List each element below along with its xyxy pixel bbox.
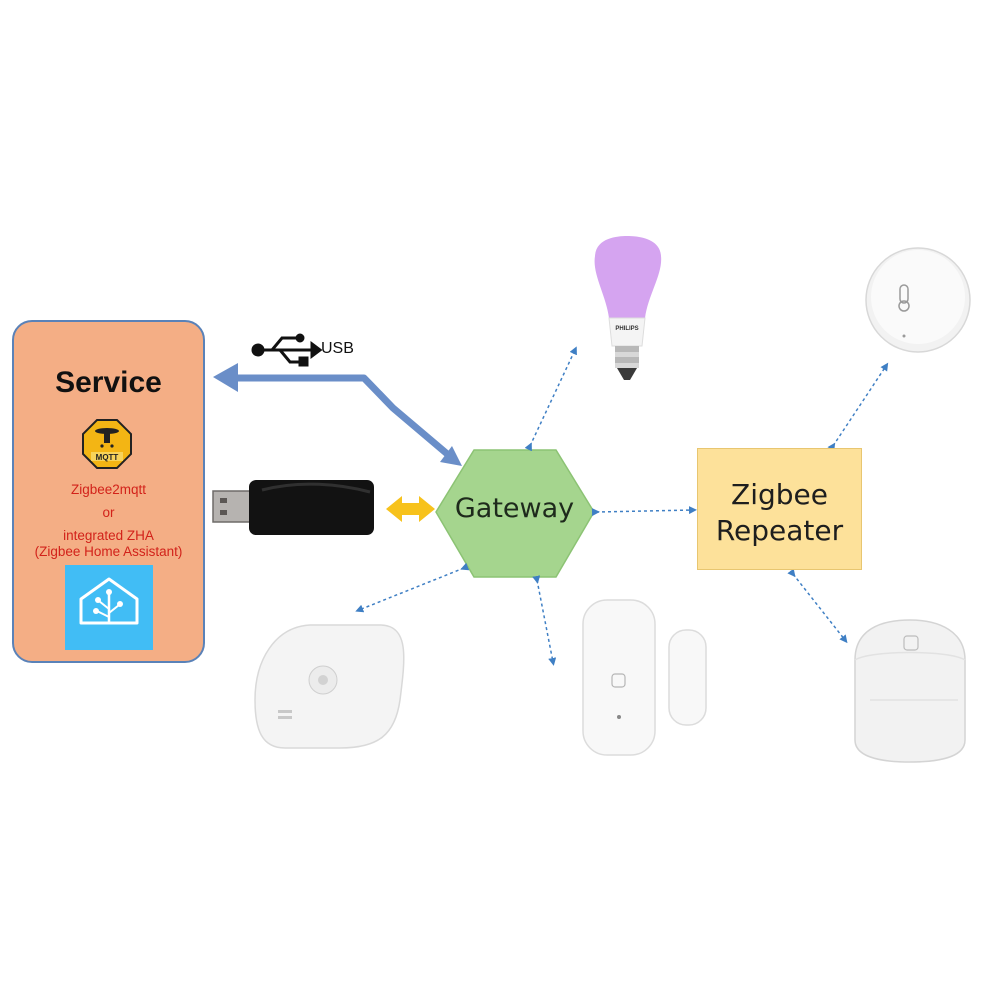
usb-label: USB (321, 340, 354, 357)
usb-arrow (213, 363, 462, 466)
motion-sensor-image (854, 619, 966, 763)
repeater-label-line2: Repeater (715, 514, 844, 547)
zigbee-links (355, 346, 889, 666)
door-sensor-image (582, 599, 707, 756)
service-separator: or (102, 505, 115, 520)
square-sensor-image (254, 624, 405, 749)
zigbee-repeater-box (697, 448, 862, 570)
mqtt-logo-icon: MQTT (82, 419, 132, 469)
usb-symbol-icon (251, 333, 323, 367)
gateway-label: Gateway (454, 493, 575, 524)
service-software-2: integrated ZHA (63, 528, 154, 543)
temperature-sensor-image (865, 247, 971, 353)
bulb-brand-text: PHILIPS (615, 326, 638, 332)
mqtt-logo-text: MQTT (96, 453, 119, 462)
home-assistant-logo-icon (65, 565, 153, 650)
smart-bulb-image: PHILIPS (594, 236, 662, 380)
service-software-2-detail: (Zigbee Home Assistant) (34, 544, 183, 559)
service-title: Service (55, 366, 162, 399)
repeater-label-line1: Zigbee (731, 478, 828, 511)
usb-dongle-image (212, 480, 374, 535)
serial-link-arrow (386, 496, 435, 522)
service-software-1: Zigbee2mqtt (70, 482, 147, 497)
